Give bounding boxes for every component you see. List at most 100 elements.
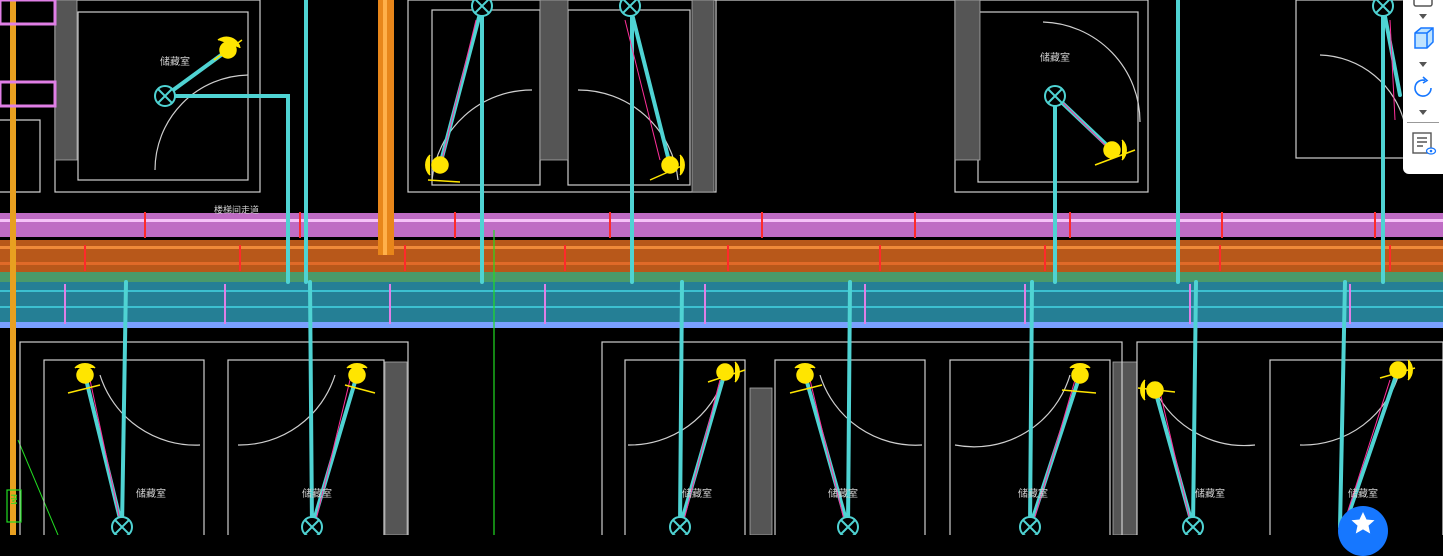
door-swing-arc xyxy=(1319,54,1406,126)
junction-node[interactable] xyxy=(1372,0,1394,17)
fm-tag-box xyxy=(6,489,22,523)
tick-marks xyxy=(84,245,1391,271)
hatched-column xyxy=(384,361,408,535)
room-label: 储藏室 xyxy=(160,57,190,68)
cable-trays xyxy=(83,0,1402,529)
hatched-column xyxy=(954,0,981,161)
fm-tag-label: FM xyxy=(9,494,18,504)
door-swing-arc xyxy=(819,374,923,446)
detector-fixture[interactable] xyxy=(67,363,101,394)
junction-nodes xyxy=(111,0,1394,535)
detector-fixture[interactable] xyxy=(1137,379,1176,401)
magenta-pipe-band xyxy=(0,213,1443,237)
junction-node[interactable] xyxy=(154,85,176,107)
room-label: 储藏室 xyxy=(828,489,858,500)
door-swing-arc xyxy=(99,374,201,446)
junction-node[interactable] xyxy=(1019,516,1041,535)
magenta-box xyxy=(0,0,57,26)
teal-pipe-line xyxy=(0,290,1443,292)
room-wall-outline xyxy=(1295,0,1443,159)
wall-line xyxy=(0,119,41,193)
orange-pipe-band xyxy=(0,240,1443,272)
junction-node[interactable] xyxy=(837,516,859,535)
room-label: 储藏室 xyxy=(1195,489,1225,500)
junction-node[interactable] xyxy=(301,516,323,535)
chevron-down-icon[interactable] xyxy=(1419,110,1427,115)
floating-action-button[interactable] xyxy=(1338,506,1388,556)
detector-fixture[interactable] xyxy=(425,154,461,183)
orange-pipe-line xyxy=(0,246,1443,249)
hatched-column xyxy=(749,387,773,535)
detector-fixture[interactable] xyxy=(1061,363,1097,394)
tick-marks xyxy=(64,284,1351,324)
door-swing-arc xyxy=(1042,21,1141,123)
door-swing-arc xyxy=(954,374,1071,448)
cad-drawing-canvas[interactable] xyxy=(0,0,1443,535)
magenta-pipe-line xyxy=(0,219,1443,222)
room-label: 储藏室 xyxy=(1348,489,1378,500)
hatched-column xyxy=(691,0,715,193)
room-wall-inner xyxy=(227,359,385,535)
teal-pipe-line xyxy=(0,306,1443,308)
room-wall-inner xyxy=(1269,359,1443,535)
junction-node[interactable] xyxy=(669,516,691,535)
detector-fixture[interactable] xyxy=(1379,359,1416,381)
junction-node[interactable] xyxy=(619,0,641,17)
room-wall-inner xyxy=(431,9,541,186)
junction-node[interactable] xyxy=(1182,516,1204,535)
detector-fixture[interactable] xyxy=(1094,139,1136,166)
detector-fixture[interactable] xyxy=(213,36,243,61)
room-wall-outline xyxy=(1136,341,1443,535)
detector-fixture[interactable] xyxy=(789,363,823,394)
orange-pipe-line xyxy=(0,262,1443,265)
blue-edge-line xyxy=(0,322,1443,328)
room-wall-outline xyxy=(601,341,1123,535)
green-pipe-band xyxy=(0,272,1443,282)
green-diagonal xyxy=(17,439,59,535)
view-toolbar xyxy=(1403,0,1443,174)
toolbar-divider xyxy=(1407,122,1439,123)
detector-fixture[interactable] xyxy=(649,154,685,181)
teal-pipe-band xyxy=(0,282,1443,322)
cube-view-icon[interactable] xyxy=(1409,24,1437,52)
room-label: 储藏室 xyxy=(682,489,712,500)
chevron-down-icon[interactable] xyxy=(1419,14,1427,19)
door-swing-arc xyxy=(237,374,336,446)
cable-run xyxy=(163,94,290,284)
hatched-column xyxy=(54,0,78,161)
detector-fixture[interactable] xyxy=(707,361,746,383)
door-swing-arc xyxy=(627,374,726,446)
fixtures xyxy=(67,36,1416,401)
cable-run xyxy=(803,280,852,529)
rotate-icon[interactable] xyxy=(1409,74,1437,102)
junction-node[interactable] xyxy=(111,516,133,535)
tick-marks xyxy=(144,212,1376,238)
detector-fixture[interactable] xyxy=(344,363,376,394)
hatched-column xyxy=(1112,361,1138,535)
junction-node[interactable] xyxy=(1044,85,1066,107)
orange-riser-core xyxy=(383,0,387,255)
cable-run xyxy=(1338,280,1400,529)
properties-panel-icon[interactable] xyxy=(1409,130,1437,158)
hatched-column xyxy=(539,0,569,161)
room-label: 储藏室 xyxy=(136,489,166,500)
cad-viewport[interactable]: 储藏室 储藏室 楼梯间走道 储藏室 储藏室 储藏室 储藏室 储藏室 储藏室 储藏… xyxy=(0,0,1443,535)
walls-bottom xyxy=(19,341,1443,535)
room-wall-outline xyxy=(407,0,717,193)
corridor-label: 楼梯间走道 xyxy=(214,206,260,216)
corridor-bands xyxy=(0,213,1443,328)
magenta-wires xyxy=(89,19,1396,521)
cable-run xyxy=(308,280,359,529)
wire xyxy=(89,19,1396,521)
red-ticks xyxy=(84,212,1391,271)
room-label: 储藏室 xyxy=(1040,53,1070,64)
chevron-down-icon[interactable] xyxy=(1419,62,1427,67)
room-wall-outline xyxy=(19,341,409,535)
hatched-walls xyxy=(54,0,1138,535)
layers-icon[interactable] xyxy=(1409,0,1437,22)
magenta-box xyxy=(0,80,57,108)
junction-node[interactable] xyxy=(471,0,493,17)
room-label: 储藏室 xyxy=(1018,489,1048,500)
cable-run xyxy=(628,4,672,284)
cable-run xyxy=(1028,280,1082,529)
